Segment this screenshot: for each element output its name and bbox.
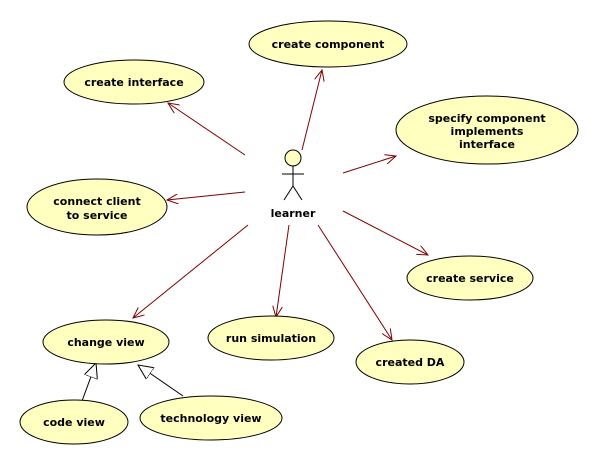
usecase-code-view[interactable]: code view [19,399,129,445]
actor-left-leg [283,185,294,201]
usecase-label-line1: connect client [53,195,140,208]
association-created-da [317,224,392,340]
generalization-technology-view [138,365,184,397]
usecase-label: change view [67,336,144,349]
usecase-create-component[interactable]: create component [248,20,408,68]
usecase-specify-component[interactable]: specify component implements interface [395,95,579,165]
association-create-component [301,70,322,151]
usecase-label: run simulation [226,332,316,345]
actor-head [284,149,302,167]
association-connect-client [167,191,246,200]
usecase-run-simulation[interactable]: run simulation [207,315,335,361]
actor-learner[interactable]: learner [271,149,316,220]
usecase-technology-view[interactable]: technology view [139,395,283,441]
usecase-label: create service [426,272,514,285]
usecase-created-da[interactable]: created DA [355,339,465,385]
generalization-code-view [81,363,96,402]
usecase-label-line2: implements [451,125,524,138]
usecase-create-service[interactable]: create service [406,255,534,301]
usecase-label: create interface [84,76,183,89]
usecase-label-line2: to service [67,209,128,222]
usecase-change-view[interactable]: change view [42,319,170,365]
association-specify-component [342,156,396,174]
actor-name: learner [271,207,316,220]
usecase-label: create component [272,38,385,51]
association-create-service [342,210,428,255]
usecase-label: created DA [376,356,445,369]
actor-right-leg [292,185,303,201]
usecase-create-interface[interactable]: create interface [63,59,205,105]
usecase-label-line3: interface [459,138,515,151]
usecase-label: technology view [160,412,261,425]
usecase-label-line1: specify component [428,112,545,125]
usecase-connect-client[interactable]: connect client to service [26,178,168,236]
usecase-label: code view [43,416,105,429]
association-create-interface [168,103,246,156]
association-change-view [133,224,249,318]
association-run-simulation [276,224,290,317]
